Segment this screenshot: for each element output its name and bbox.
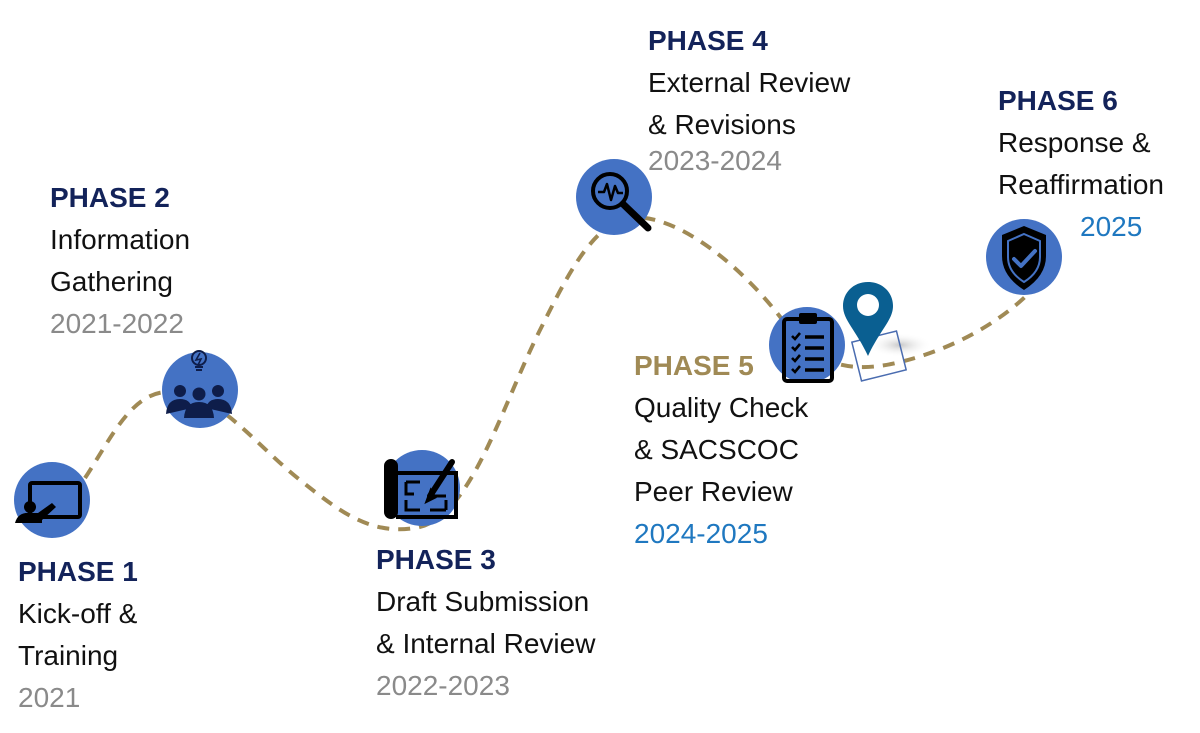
- phase-1-node: [14, 462, 90, 538]
- phase-1-desc-line-2: Training: [18, 640, 119, 671]
- phase-6-years: 2025: [1080, 211, 1143, 242]
- phase-6-label: PHASE 6 Response & Reaffirmation 2025: [998, 80, 1164, 248]
- current-position-marker: [843, 282, 932, 382]
- phase-5-desc-line-3: Peer Review: [634, 476, 793, 507]
- phase-2-label: PHASE 2 Information Gathering 2021-2022: [50, 177, 190, 345]
- phase-2-years: 2021-2022: [50, 308, 184, 339]
- blueprint-pencil-icon: [384, 459, 458, 519]
- phase-1-years: 2021: [18, 682, 81, 713]
- phase-1-title: PHASE 1: [18, 556, 138, 587]
- phase-6-desc-line-2: Reaffirmation: [998, 169, 1165, 200]
- phase-5-node: [769, 307, 845, 383]
- team-idea-icon: [166, 350, 232, 418]
- phase-3-desc-line-1: Draft Submission: [376, 586, 590, 617]
- phase-2-node: [162, 350, 238, 428]
- presentation-icon: [15, 481, 82, 523]
- phase-4-desc-line-1: External Review: [648, 67, 851, 98]
- magnifier-pulse-icon: [591, 172, 652, 232]
- phase-4-title: PHASE 4: [648, 25, 768, 56]
- phase-4-desc-line-2: & Revisions: [648, 109, 796, 140]
- clipboard-checklist-icon: [782, 313, 834, 383]
- phase-5-label: PHASE 5 Quality Check & SACSCOC Peer Rev…: [634, 345, 808, 555]
- map-pin-icon: [843, 282, 893, 356]
- phase-5-title: PHASE 5: [634, 350, 754, 381]
- phase-3-years: 2022-2023: [376, 670, 510, 701]
- phase-3-title: PHASE 3: [376, 544, 496, 575]
- phase-5-desc-line-2: & SACSCOC: [634, 434, 799, 465]
- phase-1-desc-line-1: Kick-off &: [18, 598, 138, 629]
- phase-3-label: PHASE 3 Draft Submission & Internal Revi…: [376, 539, 595, 707]
- phase-1-label: PHASE 1 Kick-off & Training 2021: [18, 551, 138, 719]
- phase-2-desc-line-1: Information: [50, 224, 191, 255]
- phase-3-node: [384, 450, 460, 526]
- phase-2-desc-line-2: Gathering: [50, 266, 173, 297]
- phase-4-label: PHASE 4 External Review & Revisions 2023…: [648, 20, 850, 182]
- phase-6-desc-line-1: Response &: [998, 127, 1151, 158]
- phase-6-title: PHASE 6: [998, 85, 1118, 116]
- phase-3-desc-line-2: & Internal Review: [376, 628, 596, 659]
- phase-6-node: [986, 219, 1062, 295]
- phase-5-desc-line-1: Quality Check: [634, 392, 809, 423]
- phase-5-years: 2024-2025: [634, 518, 768, 549]
- phase-2-title: PHASE 2: [50, 182, 170, 213]
- phase-4-years: 2023-2024: [648, 145, 782, 176]
- phase-4-node: [576, 159, 652, 235]
- shield-check-icon: [1002, 226, 1046, 290]
